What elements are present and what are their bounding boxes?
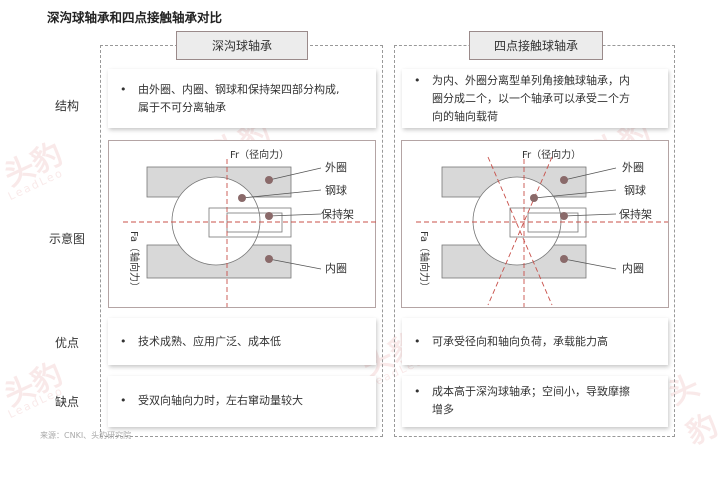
marker-dot bbox=[238, 194, 246, 202]
cage-outer bbox=[509, 207, 587, 238]
disadvantages-text: 增多 bbox=[432, 403, 454, 416]
leader-inner bbox=[563, 258, 617, 270]
leader-ball bbox=[533, 189, 617, 199]
deep-groove-diagram: Fr（径向力） 外圈 钢球 保持架 内圈 Fa（轴向力） bbox=[108, 140, 377, 308]
row-label-structure: 结构 bbox=[55, 99, 80, 113]
marker-dot bbox=[560, 176, 568, 184]
ball-label: 钢球 bbox=[325, 183, 347, 197]
bullet: • bbox=[414, 74, 421, 87]
four-point-bearing-svg: Fr（径向力） 外圈 钢球 保持架 内圈 Fa（轴向力） bbox=[416, 148, 668, 307]
four-point-disadvantages-card: • 成本高于深沟球轴承；空间小，导致摩擦 增多 bbox=[402, 376, 668, 427]
cage-label: 保持架 bbox=[321, 207, 354, 221]
structure-text: 由外圈、内圈、钢球和保持架四部分构成, bbox=[138, 83, 340, 96]
fr-label: Fr（径向力） bbox=[230, 148, 289, 161]
fa-label: Fa（轴向力） bbox=[418, 231, 431, 292]
ball bbox=[472, 176, 562, 266]
leader-cage bbox=[563, 213, 617, 217]
leader-inner bbox=[268, 258, 322, 270]
outer-ring-label: 外圈 bbox=[325, 161, 347, 174]
marker-dot bbox=[265, 212, 273, 220]
structure-text: 圈分成二个，以一个轴承可以承受二个方 bbox=[432, 92, 630, 105]
deep-groove-bearing-svg: Fr（径向力） 外圈 钢球 保持架 内圈 Fa（轴向力） bbox=[123, 148, 377, 307]
deep-groove-structure-card: • 由外圈、内圈、钢球和保持架四部分构成, 属于不可分离轴承 bbox=[108, 69, 376, 128]
leader-outer bbox=[268, 167, 322, 181]
contact-line bbox=[487, 156, 553, 306]
four-point-diagram: Fr（径向力） 外圈 钢球 保持架 内圈 Fa（轴向力） bbox=[401, 140, 669, 308]
marker-dot bbox=[265, 176, 273, 184]
leader-ball bbox=[241, 189, 322, 199]
four-point-structure-card: • 为内、外圈分离型单列角接触球轴承，内 圈分成二个，以一个轴承可以承受二个方 … bbox=[402, 69, 668, 128]
structure-text: 向的轴向载荷 bbox=[432, 110, 498, 123]
fa-label: Fa（轴向力） bbox=[128, 231, 141, 292]
source-note: 来源：CNKI、头豹研究院 bbox=[40, 431, 132, 440]
row-label-advantages: 优点 bbox=[55, 336, 80, 350]
deep-groove-disadvantages-card: • 受双向轴向力时，左右窜动量较大 bbox=[108, 376, 376, 427]
disadvantages-text: 受双向轴向力时，左右窜动量较大 bbox=[138, 394, 303, 407]
bullet: • bbox=[414, 385, 421, 398]
page-title: 深沟球轴承和四点接触轴承对比 bbox=[47, 10, 223, 25]
four-point-advantages-card: • 可承受径向和轴向负荷，承载能力高 bbox=[402, 318, 668, 365]
inner-ring-label: 内圈 bbox=[622, 261, 644, 275]
cage-label: 保持架 bbox=[619, 207, 652, 221]
structure-text: 属于不可分离轴承 bbox=[138, 101, 226, 114]
bullet: • bbox=[414, 335, 421, 348]
deep-groove-header: 深沟球轴承 bbox=[176, 31, 308, 60]
leader-cage bbox=[268, 213, 322, 217]
fr-label: Fr（径向力） bbox=[522, 148, 581, 161]
bullet: • bbox=[120, 335, 127, 348]
outer-ring-label: 外圈 bbox=[622, 161, 644, 174]
marker-dot bbox=[530, 194, 538, 202]
cage-inner bbox=[226, 212, 283, 233]
ball-label: 钢球 bbox=[624, 183, 646, 197]
watermark: 头豹 bbox=[0, 136, 69, 194]
advantages-text: 可承受径向和轴向负荷，承载能力高 bbox=[432, 335, 608, 348]
advantages-text: 技术成熟、应用广泛、成本低 bbox=[138, 335, 281, 348]
deep-groove-advantages-card: • 技术成熟、应用广泛、成本低 bbox=[108, 318, 376, 365]
inner-ring-label: 内圈 bbox=[325, 261, 347, 275]
marker-dot bbox=[560, 255, 568, 263]
four-point-header: 四点接触球轴承 bbox=[469, 31, 603, 60]
marker-dot bbox=[560, 212, 568, 220]
bullet: • bbox=[120, 83, 127, 96]
cage-inner bbox=[527, 212, 579, 233]
leader-outer bbox=[563, 167, 617, 181]
bullet: • bbox=[120, 394, 127, 407]
cage-outer bbox=[208, 207, 292, 238]
row-label-disadvantages: 缺点 bbox=[55, 395, 80, 409]
watermark-sub: LeadLeo bbox=[6, 165, 66, 204]
marker-dot bbox=[265, 255, 273, 263]
structure-text: 为内、外圈分离型单列角接触球轴承，内 bbox=[432, 74, 630, 87]
row-label-diagram: 示意图 bbox=[49, 232, 86, 246]
disadvantages-text: 成本高于深沟球轴承；空间小，导致摩擦 bbox=[432, 385, 630, 398]
ball bbox=[171, 176, 261, 266]
